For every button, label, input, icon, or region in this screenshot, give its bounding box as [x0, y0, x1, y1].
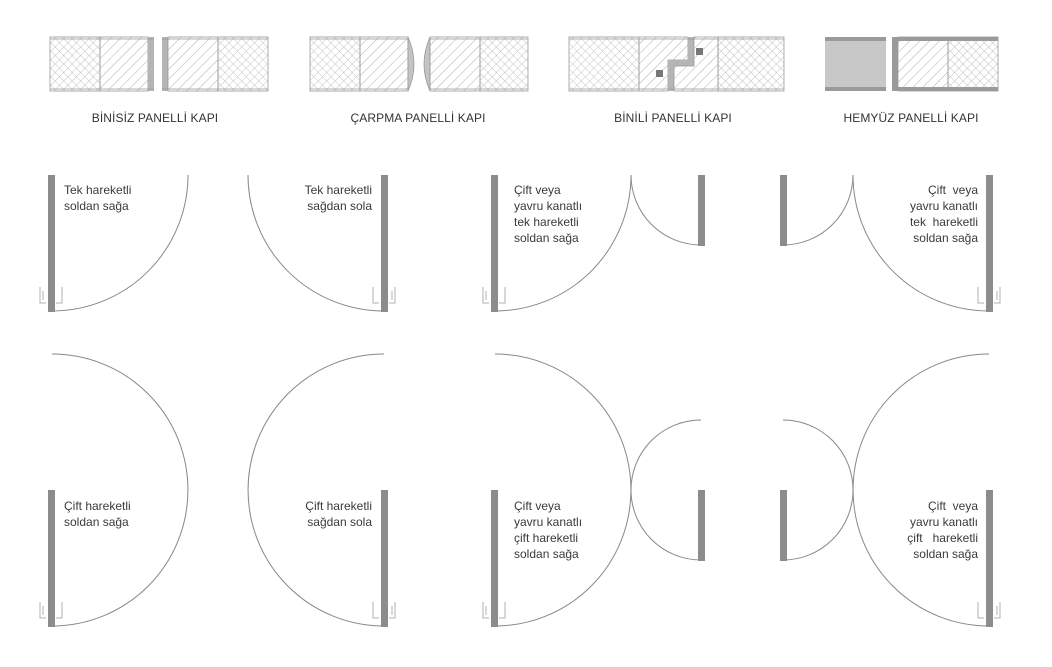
door-label-double-single-left: Çift veya yavru kanatlı tek hareketli so… [514, 183, 583, 245]
door-label-single-left: Tek hareketli soldan sağa [64, 183, 132, 213]
door-leaf [48, 175, 55, 312]
swing-arc [247, 353, 385, 627]
hinge-bracket [482, 602, 506, 619]
door-leaf [381, 175, 388, 312]
door-leaf [986, 490, 993, 627]
hinge-bracket [372, 602, 396, 619]
door-label-doubleact-left: Çift hareketli soldan sağa [64, 499, 131, 529]
door-leaf [986, 175, 993, 312]
swing-arc [247, 174, 385, 312]
door-leaf [491, 175, 498, 312]
swing-arc [494, 174, 632, 312]
swing-arc [494, 353, 632, 627]
door-leaf [381, 490, 388, 627]
caption-binili: BİNİLİ PANELLİ KAPI [614, 111, 732, 125]
hinge-bracket [372, 287, 396, 304]
door-leaf [491, 490, 498, 627]
panel-section-hemyuz [825, 36, 999, 92]
hinge-bracket [482, 287, 506, 304]
door-label-pair-doubleact-right: Çift veya yavru kanatlı çift hareketli s… [907, 499, 978, 561]
swing-arc [630, 419, 702, 561]
door-label-single-right: Tek hareketli sağdan sola [304, 183, 372, 213]
panel-section-carpma [309, 36, 529, 92]
caption-carpma: ÇARPMA PANELLİ KAPI [350, 111, 486, 125]
swing-arc [51, 174, 189, 312]
hinge-bracket [39, 287, 63, 304]
door-label-double-single-right: Çift veya yavru kanatlı tek hareketli so… [909, 183, 978, 245]
door-leaf [698, 490, 705, 561]
hinge-bracket [977, 602, 1001, 619]
swing-arc [782, 174, 854, 246]
door-label-doubleact-right: Çift hareketli sağdan sola [305, 499, 372, 529]
panel-section-binili [568, 36, 785, 92]
caption-hemyuz: HEMYÜZ PANELLİ KAPI [843, 111, 979, 125]
door-label-pair-doubleact-left: Çift veya yavru kanatlı çift hareketli s… [514, 499, 583, 561]
swing-arc [782, 419, 854, 561]
door-leaf [780, 490, 787, 561]
hinge-bracket [39, 602, 63, 619]
caption-binisiz: BİNİSİZ PANELLİ KAPI [91, 111, 219, 125]
hinge-bracket [977, 287, 1001, 304]
door-leaf [698, 175, 705, 246]
door-leaf [780, 175, 787, 246]
swing-arc [852, 353, 990, 627]
swing-arc [630, 174, 702, 246]
swing-arc [51, 353, 189, 627]
door-leaf [48, 490, 55, 627]
panel-section-binisiz [49, 36, 269, 92]
swing-arc [852, 174, 990, 312]
